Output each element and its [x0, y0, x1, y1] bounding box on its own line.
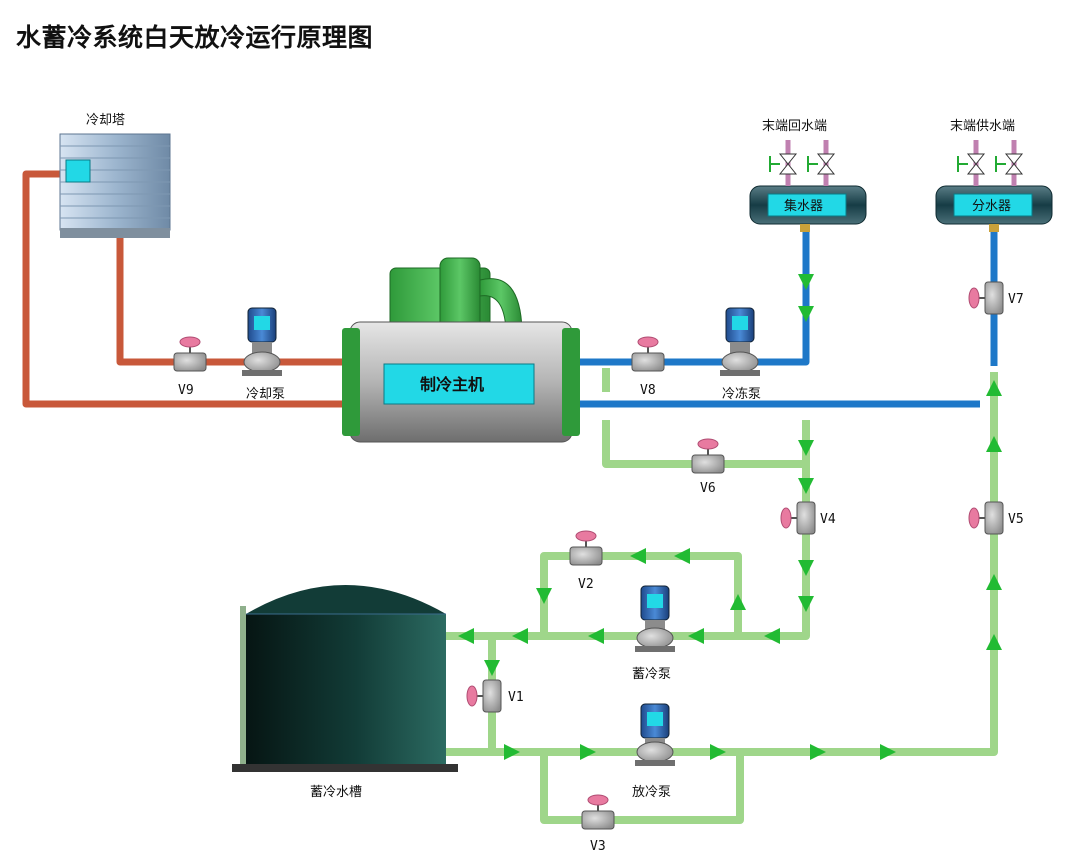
chilled-pump — [720, 307, 760, 376]
return-header — [749, 140, 867, 232]
valve-v5-label: V5 — [1008, 512, 1024, 527]
chiller-label: 制冷主机 — [420, 375, 484, 394]
valve-v2-label: V2 — [578, 577, 594, 592]
discharge-pump-label: 放冷泵 — [632, 785, 671, 800]
chiller — [342, 257, 580, 443]
flow-arrows — [458, 274, 1002, 760]
valve-v4-label: V4 — [820, 512, 836, 527]
valve-v1-label: V1 — [508, 690, 524, 705]
storage-tank-label: 蓄冷水槽 — [310, 785, 362, 800]
return-end-label: 末端回水端 — [762, 119, 827, 134]
cooling-tower-label: 冷却塔 — [86, 113, 125, 128]
valve-v8[interactable] — [631, 336, 665, 372]
cooling-pump-label: 冷却泵 — [246, 387, 285, 402]
valve-v6-label: V6 — [700, 481, 716, 496]
valve-v9[interactable] — [173, 336, 207, 372]
chilled-water-pipes — [566, 230, 998, 408]
chilled-pump-label: 冷冻泵 — [722, 386, 761, 402]
supply-header-label: 分水器 — [972, 199, 1011, 214]
storage-pump — [635, 585, 675, 652]
valve-v9-label: V9 — [178, 383, 194, 398]
page-title: 水蓄冷系统白天放冷运行原理图 — [16, 23, 374, 52]
valve-v3[interactable] — [581, 794, 615, 830]
supply-end-label: 末端供水端 — [950, 119, 1015, 134]
valve-v8-label: V8 — [640, 383, 656, 398]
return-header-label: 集水器 — [784, 198, 823, 214]
valve-v3-label: V3 — [590, 839, 606, 854]
storage-pump-label: 蓄冷泵 — [632, 667, 671, 682]
supply-header — [935, 140, 1053, 232]
storage-tank — [232, 585, 458, 772]
valve-v7-label: V7 — [1008, 292, 1024, 307]
discharge-pump — [635, 703, 675, 766]
valve-v2[interactable] — [569, 530, 603, 566]
valve-v6[interactable] — [691, 438, 725, 474]
valve-v1[interactable] — [466, 679, 502, 713]
valve-v7[interactable] — [968, 281, 1004, 315]
cooling-pump — [242, 307, 282, 376]
valve-v4[interactable] — [780, 501, 816, 535]
valve-v5[interactable] — [968, 501, 1004, 535]
cooling-tower — [59, 133, 171, 238]
